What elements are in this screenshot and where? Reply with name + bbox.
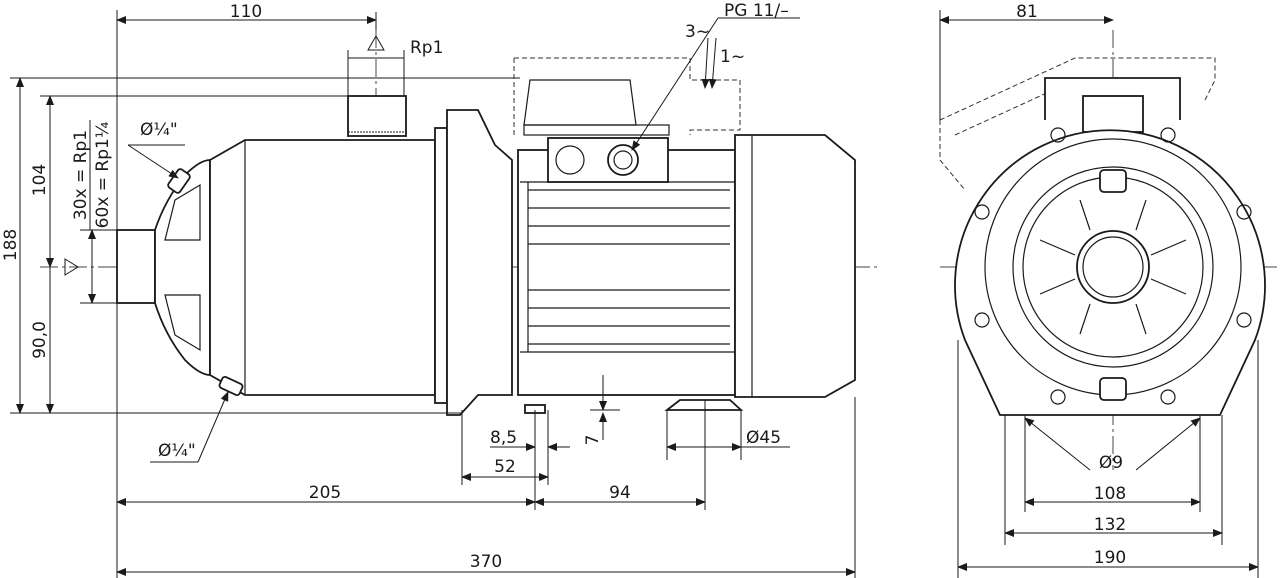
inlet-front [1076, 230, 1150, 304]
pump-housing [209, 139, 436, 396]
dim-52: 52 [494, 457, 516, 477]
pump-foot [664, 399, 744, 411]
impeller-vanes [1039, 199, 1187, 335]
vent-plug [1099, 169, 1127, 193]
outlet-port-front [1082, 95, 1144, 133]
motor-flange [446, 109, 513, 416]
dim-190: 190 [1094, 548, 1126, 568]
inlet-port [116, 229, 156, 304]
dim-370: 370 [470, 552, 502, 572]
plug-top-label: Ø¼" [140, 120, 178, 140]
label-rp1: Rp1 [410, 38, 443, 58]
label-3-phase: 3~ [685, 22, 710, 42]
front-view: 81 Ø9 108 132 190 [939, 2, 1280, 578]
label-1-phase: 1~ [720, 47, 745, 67]
pump-head [154, 159, 211, 376]
fan-cover [734, 134, 856, 398]
dim-7: 7 [583, 435, 603, 446]
plug-bottom-label: Ø¼" [158, 441, 196, 461]
label-pg: PG 11/– [724, 1, 789, 21]
inlet-30x: 30x = Rp1 [71, 130, 91, 220]
side-view: 110 Rp1 188 104 90,0 30x = Rp1 60x = Rp1… [1, 1, 880, 578]
dim-8-5: 8,5 [490, 428, 517, 448]
dim-108: 108 [1094, 484, 1126, 504]
terminal-box-outline-front [939, 57, 1216, 191]
dim-110: 110 [230, 2, 262, 22]
motor-body [517, 149, 736, 396]
dim-104: 104 [30, 164, 50, 196]
outlet-flow-symbol [367, 34, 385, 51]
cooling-fins [520, 181, 735, 353]
cable-gland [607, 144, 639, 176]
dim-205: 205 [309, 483, 341, 503]
dim-188: 188 [1, 229, 21, 261]
housing-flange [434, 127, 448, 404]
dim-81: 81 [1016, 2, 1038, 22]
dim-132: 132 [1094, 515, 1126, 535]
dim-45: Ø45 [746, 428, 781, 448]
dim-94: 94 [609, 483, 631, 503]
terminal-box [523, 79, 637, 126]
inlet-flow-symbol [64, 258, 79, 276]
drain-plug [1099, 377, 1127, 401]
inlet-60x: 60x = Rp1¼ [93, 122, 113, 229]
drain-plug-bottom [218, 376, 244, 396]
outlet-port [347, 95, 407, 137]
bolts [974, 127, 1252, 405]
dim-9: Ø9 [1099, 453, 1123, 473]
dim-90: 90,0 [30, 321, 50, 359]
terminal-box-outline [513, 57, 741, 135]
